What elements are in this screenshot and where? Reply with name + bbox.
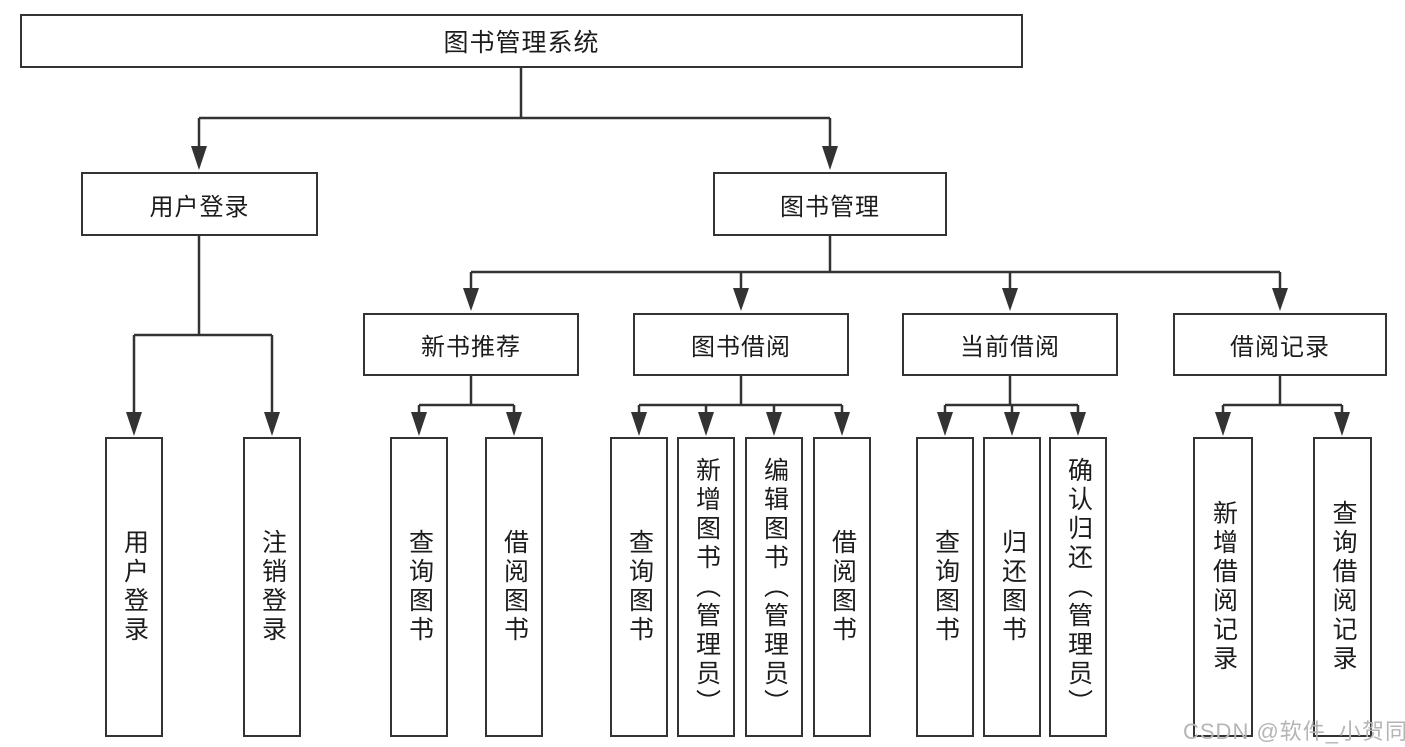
node-new-book-recommend: 新书推荐 xyxy=(363,313,579,376)
leaf-logout: 注销登录 xyxy=(243,437,301,737)
node-label: 借阅图书 xyxy=(828,529,857,645)
node-label: 新书推荐 xyxy=(421,334,521,361)
connector-current-borrow-children xyxy=(937,376,1086,436)
leaf-borrow-books: 借阅图书 xyxy=(813,437,871,737)
node-borrow-records: 借阅记录 xyxy=(1173,313,1387,376)
node-label: 图书借阅 xyxy=(691,334,791,361)
leaf-borrow-books-recommend: 借阅图书 xyxy=(485,437,543,737)
leaf-user-login: 用户登录 xyxy=(105,437,163,737)
leaf-confirm-return-admin: 确认归还（管理员） xyxy=(1049,437,1107,737)
leaf-edit-books-admin: 编辑图书（管理员） xyxy=(745,437,803,737)
node-book-management: 图书管理 xyxy=(713,172,947,236)
connector-new-book-recommend-children xyxy=(411,376,522,436)
node-label: 借阅图书 xyxy=(500,529,529,645)
node-label: 图书管理系统 xyxy=(443,29,600,57)
node-label: 编辑图书（管理员） xyxy=(760,456,789,718)
node-user-login: 用户登录 xyxy=(81,172,318,236)
node-label: 查询图书 xyxy=(625,529,654,645)
leaf-return-books: 归还图书 xyxy=(983,437,1041,737)
connector-borrow-records-children xyxy=(1215,376,1350,436)
node-label: 查询图书 xyxy=(405,529,434,645)
leaf-query-books-current: 查询图书 xyxy=(916,437,974,737)
node-label: 确认归还（管理员） xyxy=(1064,456,1093,718)
node-label: 图书管理 xyxy=(780,193,880,221)
leaf-query-books-recommend: 查询图书 xyxy=(390,437,448,737)
node-label: 借阅记录 xyxy=(1230,334,1330,361)
node-root-library-system: 图书管理系统 xyxy=(20,14,1023,68)
node-label: 新增借阅记录 xyxy=(1209,500,1238,674)
node-label: 查询借阅记录 xyxy=(1329,500,1357,674)
node-label: 归还图书 xyxy=(998,529,1027,645)
node-label: 查询图书 xyxy=(931,529,960,645)
connector-book-management-children xyxy=(463,236,1288,311)
leaf-query-books-borrow: 查询图书 xyxy=(610,437,668,737)
connector-root-to-level2 xyxy=(191,68,838,170)
node-label: 当前借阅 xyxy=(960,334,1060,361)
leaf-query-borrow-record: 查询借阅记录 xyxy=(1313,437,1372,737)
node-label: 用户登录 xyxy=(120,529,149,645)
leaf-add-borrow-record: 新增借阅记录 xyxy=(1193,437,1253,737)
node-label: 用户登录 xyxy=(149,193,250,221)
node-label: 新增图书（管理员） xyxy=(692,456,721,718)
node-label: 注销登录 xyxy=(258,529,287,645)
leaf-add-books-admin: 新增图书（管理员） xyxy=(677,437,735,737)
node-book-borrow: 图书借阅 xyxy=(633,313,849,376)
connector-book-borrow-children xyxy=(631,376,850,436)
connector-user-login-children xyxy=(126,236,280,436)
node-current-borrow: 当前借阅 xyxy=(902,313,1118,376)
csdn-watermark: CSDN @软件_小贺同学 xyxy=(1183,719,1405,744)
